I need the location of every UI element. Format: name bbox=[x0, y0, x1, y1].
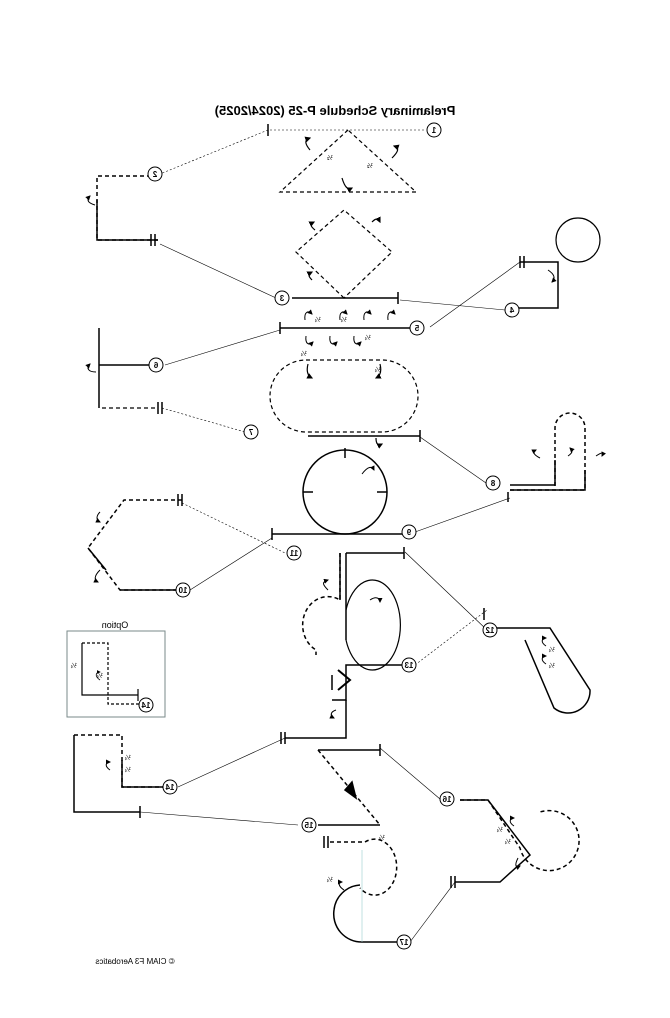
roll-fraction-label: ¼ bbox=[327, 877, 333, 884]
manoeuvre-number-2: 2 bbox=[147, 166, 163, 182]
roll-fraction-label: ¼ bbox=[315, 317, 321, 324]
roll-fraction-label: ¼ bbox=[379, 835, 385, 842]
manoeuvre-number-label: 12 bbox=[485, 626, 494, 635]
connector-lines bbox=[139, 243, 521, 943]
manoeuvre-number-label: 3 bbox=[279, 294, 284, 303]
manoeuvre-number-11: 11 bbox=[286, 545, 302, 561]
manoeuvre-number-7: 7 bbox=[243, 424, 259, 440]
figure-12 bbox=[345, 547, 591, 714]
roll-fraction-label: ¼ bbox=[97, 673, 103, 680]
manoeuvre-number-5: 5 bbox=[409, 320, 425, 336]
roll-fraction-label: ¼ bbox=[549, 663, 555, 670]
figure-14 bbox=[73, 734, 165, 818]
manoeuvre-number-label: 17 bbox=[399, 938, 408, 947]
manoeuvre-number-label: 4 bbox=[509, 306, 514, 315]
manoeuvre-number-label: 14 bbox=[165, 783, 174, 792]
roll-fraction-label: ¼ bbox=[497, 827, 503, 834]
manoeuvre-number-label: 11 bbox=[289, 549, 298, 558]
figure-6 bbox=[85, 328, 150, 408]
manoeuvre-number-label: 15 bbox=[304, 821, 313, 830]
manoeuvre-number-label: 8 bbox=[490, 479, 495, 488]
manoeuvre-number-1: 1 bbox=[426, 122, 442, 138]
manoeuvre-number-17: 17 bbox=[396, 934, 412, 950]
manoeuvre-number-9: 9 bbox=[401, 524, 417, 540]
figure-17 bbox=[323, 836, 410, 943]
manoeuvre-number-15: 15 bbox=[301, 817, 317, 833]
figure-13 bbox=[280, 664, 404, 744]
manoeuvre-number-label: 1 bbox=[431, 126, 436, 135]
manoeuvre-number-label: 9 bbox=[406, 528, 411, 537]
figure-4-loop bbox=[505, 217, 601, 309]
roll-fraction-label: ¼ bbox=[549, 647, 555, 654]
roll-fraction-label: ¼ bbox=[341, 317, 347, 324]
manoeuvre-number-label: 10 bbox=[178, 586, 187, 595]
roll-fraction-label: ½ bbox=[327, 154, 333, 162]
roll-fraction-label: ¼ bbox=[125, 767, 131, 774]
manoeuvre-number-label: 5 bbox=[414, 324, 419, 333]
option-figure-number-label: 14 bbox=[141, 701, 150, 710]
roll-fraction-label: ¼ bbox=[375, 367, 381, 374]
figure-1-triangle bbox=[267, 124, 418, 193]
manoeuvre-number-14: 14 bbox=[162, 779, 178, 795]
manoeuvre-number-13: 13 bbox=[401, 657, 417, 673]
roll-fraction-label: ¼ bbox=[365, 335, 371, 342]
roll-fraction-label: ½ bbox=[367, 162, 373, 170]
figure-11 bbox=[301, 553, 341, 655]
option-box: Option bbox=[66, 620, 166, 718]
roll-fraction-label: ¼ bbox=[301, 351, 307, 358]
manoeuvre-number-4: 4 bbox=[504, 302, 520, 318]
manoeuvre-number-label: 13 bbox=[404, 661, 413, 670]
dotted-connectors bbox=[159, 129, 488, 666]
manoeuvre-number-16: 16 bbox=[439, 791, 455, 807]
figure-16-figure-eight bbox=[450, 799, 580, 888]
figure-10 bbox=[87, 494, 183, 591]
figure-8 bbox=[507, 412, 607, 502]
figure-9-circle bbox=[271, 448, 405, 540]
manoeuvre-number-label: 7 bbox=[248, 428, 253, 437]
figure-3-diamond bbox=[292, 209, 399, 304]
manoeuvre-number-12: 12 bbox=[482, 622, 498, 638]
manoeuvre-number-8: 8 bbox=[485, 475, 501, 491]
manoeuvre-number-10: 10 bbox=[175, 582, 191, 598]
figure-5-rolls bbox=[279, 309, 412, 347]
page-title: Prelaminary Schedule P-25 (2024/2025) bbox=[215, 103, 456, 118]
roll-fraction-label: ¼ bbox=[125, 755, 131, 762]
figure-7-stadium bbox=[102, 359, 421, 449]
roll-fraction-label: ¼ bbox=[505, 839, 511, 846]
manoeuvre-number-label: 2 bbox=[152, 170, 157, 179]
copyright-footer: © CIAM F3 Aerobatics bbox=[95, 957, 174, 966]
roll-fraction-label: ¼ bbox=[71, 663, 77, 670]
manoeuvre-number-6: 6 bbox=[148, 357, 164, 373]
figure-2 bbox=[85, 175, 158, 246]
option-figure-number: 14 bbox=[138, 697, 154, 713]
manoeuvre-number-label: 16 bbox=[442, 795, 451, 804]
figure-15 bbox=[317, 744, 381, 826]
manoeuvre-number-3: 3 bbox=[274, 290, 290, 306]
manoeuvre-number-label: 6 bbox=[153, 361, 158, 370]
option-label: Option bbox=[102, 620, 129, 630]
